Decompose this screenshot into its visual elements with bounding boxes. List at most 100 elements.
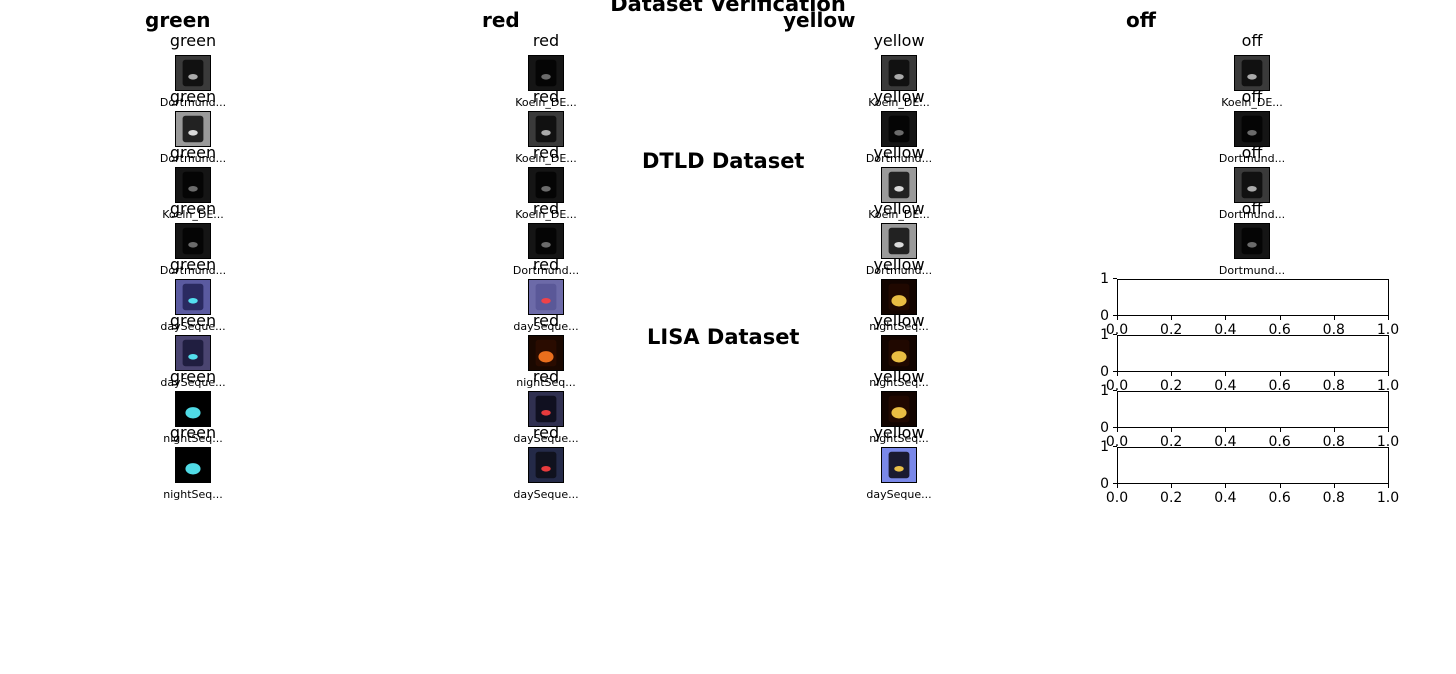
thumbnail-image [175,167,211,203]
thumbnail-graphic [1235,224,1269,258]
thumbnail-graphic [176,168,210,202]
thumbnail-caption: Dortmund... [159,264,227,277]
traffic-light-body [535,283,557,311]
traffic-light-lamp [891,407,907,419]
y-tick-mark [1113,390,1117,391]
thumbnail-image [1234,167,1270,203]
thumbnail-image [175,335,211,371]
thumbnail-image [881,335,917,371]
thumbnail-graphic [882,336,916,370]
x-tick-label: 0.6 [1268,490,1291,506]
traffic-light-lamp [188,353,198,360]
x-tick-label: 0.0 [1105,490,1129,506]
thumbnail-caption: daySeque... [866,488,932,501]
traffic-light-lamp [1247,241,1257,248]
x-tick-label: 0.2 [1160,434,1183,450]
x-tick-mark [1388,316,1389,320]
traffic-light-lamp [541,73,551,80]
traffic-light-lamp [188,241,198,248]
thumbnail-graphic [882,448,916,482]
x-tick-mark [1388,428,1389,432]
traffic-light-lamp [541,241,551,248]
section-label-lisa: LISA Dataset [647,325,800,349]
traffic-light-lamp [185,463,201,475]
x-tick-mark [1225,428,1227,432]
y-tick-mark [1113,446,1117,447]
x-tick-mark [1171,372,1173,376]
thumbnail-label: yellow [873,255,925,274]
thumbnail-image [528,279,564,315]
thumbnail-graphic [882,392,916,426]
x-tick-label: 0.8 [1322,378,1345,394]
thumbnail-graphic [882,112,916,146]
x-tick-mark [1171,428,1173,432]
x-tick-label: 0.0 [1105,378,1129,394]
thumbnail-caption: Koeln_DE... [515,208,577,221]
empty-axes [1117,335,1389,372]
thumbnail-label: green [169,423,217,442]
thumbnail-caption: Dortmund... [865,152,933,165]
x-tick-label: 0.4 [1214,434,1237,450]
thumbnail-label: yellow [873,367,925,386]
traffic-light-body [535,59,557,87]
x-tick-label: 0.4 [1214,322,1237,338]
x-tick-label: 0.4 [1214,490,1237,506]
traffic-light-lamp [894,129,904,136]
thumbnail-label: green [169,255,217,274]
thumbnail-image [881,447,917,483]
traffic-light-body [182,115,204,143]
traffic-light-body [535,451,557,479]
column-header-yellow: yellow [783,8,856,32]
traffic-light-lamp [188,185,198,192]
traffic-light-body [182,283,204,311]
x-tick-mark [1279,484,1281,488]
x-tick-label: 1.0 [1376,378,1400,394]
thumbnail-graphic [882,280,916,314]
thumbnail-graphic [882,168,916,202]
thumbnail-image [528,167,564,203]
thumbnail-caption: nightSeq... [869,376,929,389]
thumbnail-graphic [882,56,916,90]
x-tick-mark [1388,484,1389,488]
traffic-light-body [535,171,557,199]
thumbnail-image [528,111,564,147]
thumbnail-label: off [1241,143,1263,162]
x-tick-mark [1171,484,1173,488]
x-tick-label: 1.0 [1376,490,1400,506]
thumbnail-image [1234,55,1270,91]
thumbnail-caption: Dortmund... [512,264,580,277]
thumbnail-image [528,447,564,483]
empty-axes [1117,391,1389,428]
y-tick-label: 1 [1100,383,1109,399]
x-tick-mark [1117,372,1118,376]
thumbnail-image [528,223,564,259]
thumbnail-image [175,223,211,259]
empty-axes [1117,447,1389,484]
thumbnail-label: red [532,199,560,218]
thumbnail-caption: Dortmund... [159,96,227,109]
thumbnail-image [528,55,564,91]
y-tick-label: 0 [1100,364,1109,380]
thumbnail-caption: Koeln_DE... [515,152,577,165]
traffic-light-lamp [891,351,907,363]
thumbnail-image [881,167,917,203]
thumbnail-label: red [532,311,560,330]
thumbnail-label: red [532,31,560,50]
thumbnail-graphic [1235,56,1269,90]
traffic-light-lamp [188,73,198,80]
thumbnail-image [175,447,211,483]
traffic-light-body [535,227,557,255]
x-tick-label: 1.0 [1376,434,1400,450]
traffic-light-lamp [538,351,554,363]
thumbnail-image [881,391,917,427]
thumbnail-label: red [532,87,560,106]
thumbnail-caption: Dortmund... [865,264,933,277]
thumbnail-graphic [1235,168,1269,202]
thumbnail-label: green [169,311,217,330]
thumbnail-caption: Koeln_DE... [868,96,930,109]
thumbnail-image [1234,223,1270,259]
thumbnail-caption: nightSeq... [869,320,929,333]
x-tick-label: 0.6 [1268,322,1291,338]
section-label-dtld: DTLD Dataset [642,149,805,173]
x-tick-mark [1279,372,1281,376]
